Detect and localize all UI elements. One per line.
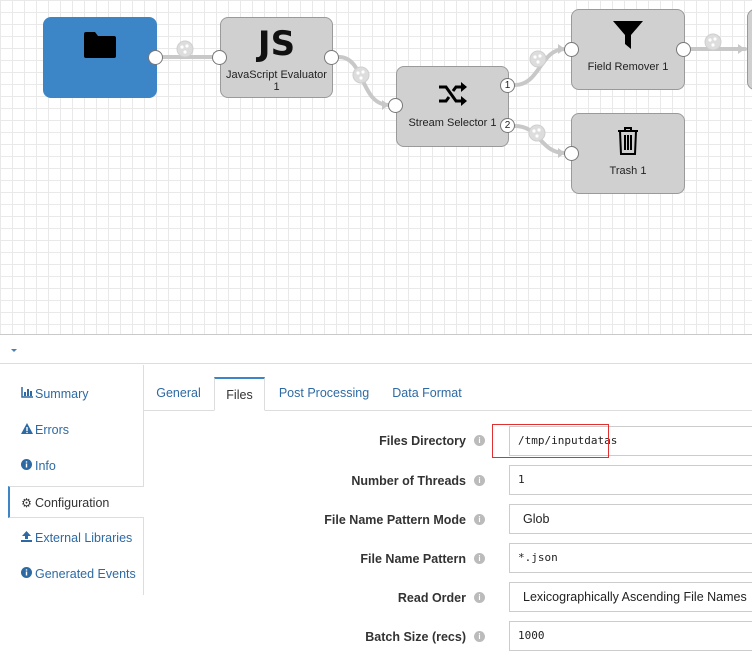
sidebar-item-generated-events[interactable]: Generated Events: [10, 558, 144, 590]
shuffle-icon: [438, 82, 467, 106]
file-name-pattern-mode-select[interactable]: Glob: [509, 504, 752, 534]
stage-field-remover[interactable]: Field Remover 1: [571, 9, 685, 90]
tab-data-format[interactable]: Data Format: [392, 386, 462, 400]
help-icon[interactable]: i: [474, 553, 485, 564]
trash-icon: [618, 127, 638, 155]
sidebar-item-info[interactable]: Info: [10, 450, 144, 482]
warning-icon: [20, 414, 33, 446]
stage-directory-origin[interactable]: [43, 17, 157, 98]
panel-toggle-bar[interactable]: [0, 334, 752, 364]
input-port[interactable]: [564, 146, 579, 161]
help-icon[interactable]: i: [474, 435, 485, 446]
funnel-icon: [613, 21, 643, 49]
info-icon: [20, 450, 33, 482]
tab-files[interactable]: Files: [214, 377, 265, 411]
data-preview-icon: [176, 40, 194, 58]
sidebar-item-summary[interactable]: Summary: [10, 378, 144, 410]
sidebar-item-label: Errors: [35, 423, 70, 437]
stage-label: Trash 1: [609, 165, 647, 177]
arrowhead: [382, 100, 389, 110]
stage-javascript-evaluator[interactable]: JS JavaScript Evaluator 1: [220, 17, 333, 98]
tab-general[interactable]: General: [156, 386, 201, 400]
number-of-threads-input[interactable]: 1: [509, 465, 752, 495]
output-port-2[interactable]: 2: [500, 118, 515, 133]
help-icon[interactable]: i: [474, 631, 485, 642]
stage-stream-selector[interactable]: Stream Selector 1: [396, 66, 509, 147]
output-port[interactable]: [148, 50, 163, 65]
files-directory-input[interactable]: /tmp/inputdatas: [509, 426, 752, 456]
help-icon[interactable]: i: [474, 475, 485, 486]
stage-label: Stream Selector 1: [408, 117, 497, 129]
field-label: Number of Threads: [351, 474, 466, 488]
stage-next-partial[interactable]: [747, 9, 752, 90]
folder-icon: [84, 32, 116, 58]
input-port[interactable]: [212, 50, 227, 65]
output-port[interactable]: [324, 50, 339, 65]
info-icon: [20, 558, 33, 590]
caret-down-icon[interactable]: [11, 349, 17, 352]
field-label: Files Directory: [379, 434, 466, 448]
stage-trash[interactable]: Trash 1: [571, 113, 685, 194]
tab-post-processing[interactable]: Post Processing: [278, 386, 370, 400]
config-sidebar: Summary Errors Info ⚙Configuration Exter…: [0, 365, 144, 595]
config-tabs: General Files Post Processing Data Forma…: [144, 377, 752, 411]
field-label: Batch Size (recs): [365, 630, 466, 644]
arrowhead: [738, 44, 745, 54]
sidebar-item-external-libraries[interactable]: External Libraries: [10, 522, 144, 554]
upload-icon: [20, 522, 33, 554]
data-preview-icon: [180, 45, 184, 49]
data-preview-icon: [529, 50, 547, 68]
arrowhead: [558, 44, 565, 54]
help-icon[interactable]: i: [474, 514, 485, 525]
stage-label: JavaScript Evaluator: [226, 69, 327, 81]
field-label: File Name Pattern Mode: [324, 513, 466, 527]
sidebar-item-label: Configuration: [35, 496, 110, 510]
file-name-pattern-input[interactable]: *.json: [509, 543, 752, 573]
field-label: File Name Pattern: [360, 552, 466, 566]
sidebar-item-label: Generated Events: [35, 567, 136, 581]
gear-icon: ⚙: [21, 496, 32, 510]
field-label: Read Order: [397, 591, 466, 605]
data-preview-icon: [704, 33, 722, 51]
input-port[interactable]: [388, 98, 403, 113]
batch-size-input[interactable]: 1000: [509, 621, 752, 651]
sidebar-item-errors[interactable]: Errors: [10, 414, 144, 446]
help-icon[interactable]: i: [474, 592, 485, 603]
pipeline-canvas[interactable]: JS JavaScript Evaluator 1 Stream Selecto…: [0, 0, 752, 334]
sidebar-item-label: Info: [35, 459, 56, 473]
stage-label: Field Remover 1: [587, 61, 669, 73]
sidebar-item-label: Summary: [35, 387, 89, 401]
sidebar-item-configuration[interactable]: ⚙Configuration: [8, 486, 144, 518]
annotation-highlight-box: [492, 424, 609, 458]
bar-chart-icon: [20, 378, 33, 410]
output-port[interactable]: [676, 42, 691, 57]
output-port-1[interactable]: 1: [500, 78, 515, 93]
data-preview-icon: [352, 66, 370, 84]
stage-label-suffix: 1: [273, 81, 280, 93]
arrowhead: [558, 148, 565, 158]
data-preview-icon: [528, 124, 546, 142]
sidebar-item-label: External Libraries: [35, 531, 133, 545]
js-icon: JS: [257, 24, 296, 64]
read-order-select[interactable]: Lexicographically Ascending File Names: [509, 582, 752, 612]
input-port[interactable]: [564, 42, 579, 57]
